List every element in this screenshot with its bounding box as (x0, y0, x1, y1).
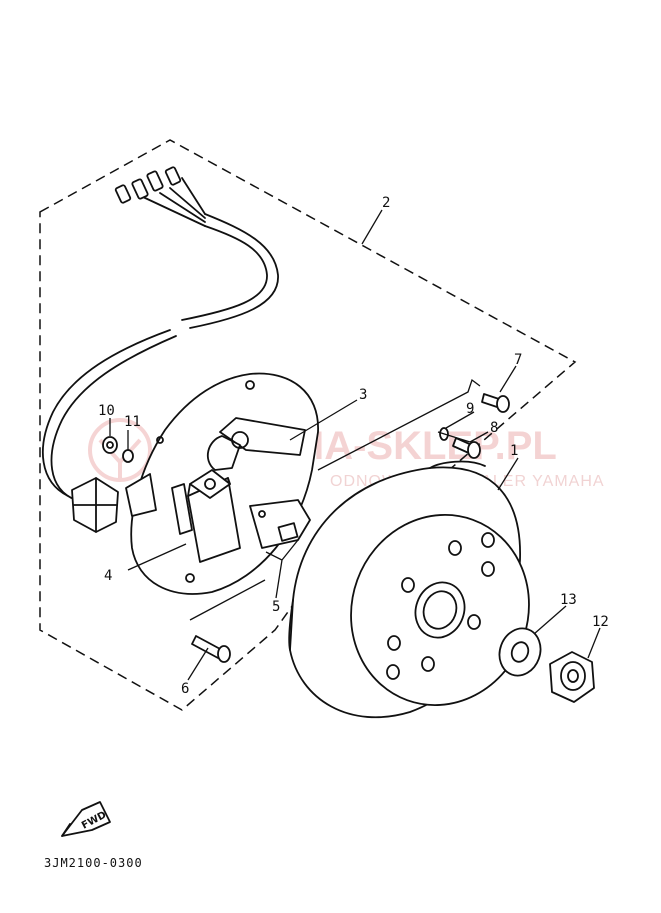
screw-10 (102, 436, 118, 454)
callout-3: 3 (359, 387, 367, 403)
watermark-logo-icon (88, 418, 152, 482)
callout-2: 2 (382, 195, 390, 211)
assembly-boundary (39, 139, 577, 711)
callout-9: 9 (466, 401, 474, 417)
screw-8 (452, 437, 481, 459)
leader-lines (109, 209, 601, 681)
plate-bracket (249, 499, 311, 549)
screw-6 (191, 635, 231, 663)
callout-10: 10 (98, 403, 115, 419)
charge-coil (171, 469, 241, 563)
callout-11: 11 (124, 414, 141, 430)
callout-6: 6 (181, 681, 189, 697)
callout-1: 1 (510, 443, 518, 459)
wire-harness (42, 166, 279, 533)
callout-7: 7 (514, 352, 522, 368)
pulser-coil (206, 417, 306, 471)
washer (498, 627, 542, 677)
callouts: 1 2 3 4 5 6 7 8 9 10 11 12 13 (98, 195, 609, 697)
nut (549, 651, 595, 703)
callout-12: 12 (592, 614, 609, 630)
clip (125, 473, 157, 517)
screw-7 (481, 393, 510, 413)
wire-terminals (114, 166, 182, 204)
callout-13: 13 (560, 592, 577, 608)
callout-4: 4 (104, 568, 112, 584)
rotor-hub (414, 581, 466, 639)
drawing-code: 3JM2100-0300 (44, 856, 143, 870)
callout-8: 8 (490, 420, 498, 436)
rotor-holes (386, 532, 495, 680)
washer-11 (122, 449, 134, 463)
flywheel-rotor (288, 460, 530, 719)
fwd-arrow-icon: FWD (61, 801, 111, 837)
wire-grommet (71, 477, 119, 533)
callout-5: 5 (272, 599, 280, 615)
